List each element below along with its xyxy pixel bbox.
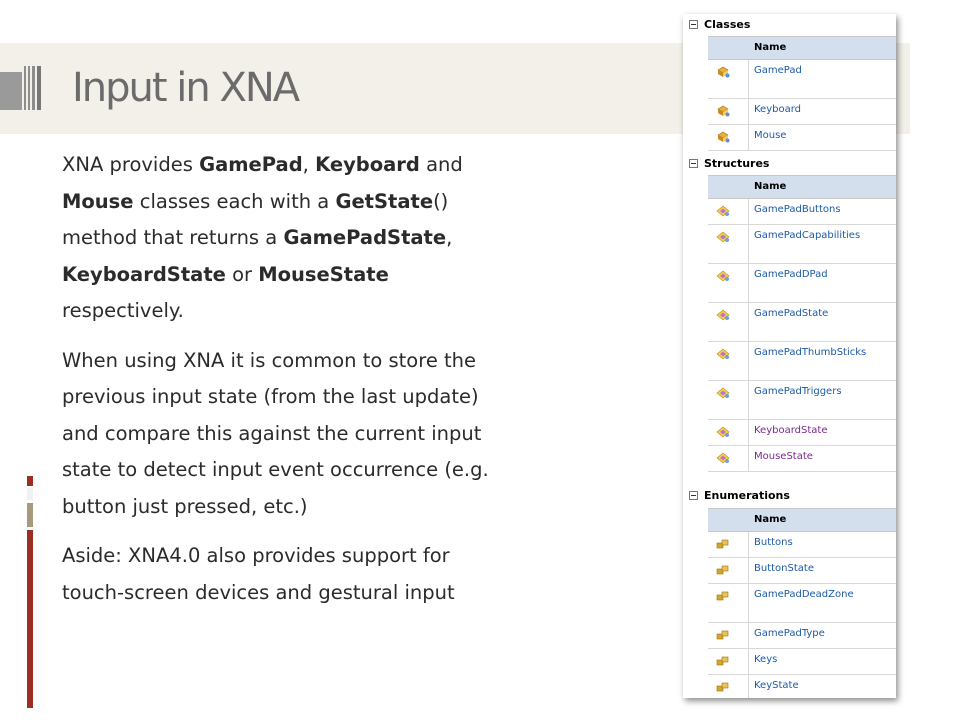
table-header: Name [708, 37, 896, 60]
accent-stripe [27, 503, 33, 527]
text-run: respectively. [62, 299, 184, 322]
link-keyboard[interactable]: Keyboard [754, 104, 802, 115]
enumeration-icon [715, 679, 731, 693]
table-row: GamePadType [708, 623, 896, 649]
text-run: classes each with a [133, 189, 336, 213]
api-reference-panel: Classes Name GamePad Keyboard Mouse Stru… [683, 14, 896, 698]
collapse-icon[interactable] [689, 158, 698, 168]
enumeration-icon [715, 653, 731, 667]
text-run: When using XNA it is common to store the… [62, 348, 489, 518]
bold-term: MouseState [258, 262, 389, 286]
structure-icon [715, 307, 731, 321]
table-row: GamePadCapabilities [708, 225, 896, 264]
link-gamepadthumbsticks[interactable]: GamePadThumbSticks [754, 347, 867, 358]
link-gamepadtriggers[interactable]: GamePadTriggers [754, 386, 842, 397]
body-paragraph: When using XNA it is common to store the… [62, 343, 512, 526]
table-row: Keyboard [708, 99, 896, 125]
structure-icon [715, 424, 731, 438]
structure-icon [715, 450, 731, 464]
bold-term: GetState [335, 189, 434, 213]
table-header: Name [708, 176, 896, 199]
link-gamepadbuttons[interactable]: GamePadButtons [754, 204, 841, 215]
link-gamepad[interactable]: GamePad [754, 65, 802, 76]
structure-icon [715, 203, 731, 217]
text-run: Aside: XNA4.0 also provides support for … [62, 544, 455, 604]
text-run: , [446, 226, 453, 249]
table-row: Buttons [708, 532, 896, 558]
title-decoration-icon [0, 66, 42, 110]
class-icon [715, 103, 731, 117]
table-row: Mouse [708, 125, 896, 151]
table-row: KeyState [708, 675, 896, 698]
accent-stripe [27, 488, 33, 500]
table-row: GamePadButtons [708, 199, 896, 225]
link-buttonstate[interactable]: ButtonState [754, 563, 814, 574]
bold-term: KeyboardState [62, 262, 226, 286]
slide-body: XNA provides GamePad, Keyboard and Mouse… [62, 147, 512, 624]
bold-term: GamePad [199, 153, 303, 176]
section-header-enumerations[interactable]: Enumerations [689, 487, 790, 503]
enumeration-icon [715, 562, 731, 576]
link-keystate[interactable]: KeyState [754, 680, 799, 691]
class-icon [715, 64, 731, 78]
structure-icon [715, 385, 731, 399]
table-row: GamePadDPad [708, 264, 896, 303]
table-header: Name [708, 509, 896, 532]
table-row: GamePadTriggers [708, 381, 896, 420]
table-row: GamePad [708, 60, 896, 99]
body-paragraph: Aside: XNA4.0 also provides support for … [62, 538, 512, 611]
section-header-classes[interactable]: Classes [689, 16, 750, 32]
bold-term: Mouse [62, 189, 134, 213]
link-gamepaddpad[interactable]: GamePadDPad [754, 269, 828, 280]
link-buttons[interactable]: Buttons [754, 537, 793, 548]
bold-term: Keyboard [315, 153, 420, 176]
table-row: MouseState [708, 446, 896, 472]
link-keys[interactable]: Keys [754, 654, 778, 665]
link-gamepadstate[interactable]: GamePadState [754, 308, 829, 319]
table-row: ButtonState [708, 558, 896, 584]
collapse-icon[interactable] [689, 490, 698, 500]
body-paragraph: XNA provides GamePad, Keyboard and Mouse… [62, 147, 512, 330]
table-row: Keys [708, 649, 896, 675]
structures-table: Name GamePadButtons GamePadCapabilities … [708, 175, 896, 472]
text-run: , [302, 153, 316, 176]
enumeration-icon [715, 588, 731, 602]
link-gamepadtype[interactable]: GamePadType [754, 628, 825, 639]
collapse-icon[interactable] [689, 19, 698, 29]
text-run: and [419, 153, 463, 176]
table-row: GamePadDeadZone [708, 584, 896, 623]
enumeration-icon [715, 627, 731, 641]
link-keyboardstate[interactable]: KeyboardState [754, 425, 828, 436]
enumeration-icon [715, 536, 731, 550]
link-mouse[interactable]: Mouse [754, 130, 787, 141]
structure-icon [715, 268, 731, 282]
text-run: () method that returns a [62, 189, 449, 250]
section-header-structures[interactable]: Structures [689, 155, 769, 171]
text-run: XNA provides [62, 153, 200, 176]
structure-icon [715, 346, 731, 360]
bold-term: GamePadState [283, 226, 447, 249]
text-run: or [225, 262, 259, 286]
link-mousestate[interactable]: MouseState [754, 451, 813, 462]
enumerations-table: Name Buttons ButtonState GamePadDeadZone… [708, 508, 896, 698]
structure-icon [715, 229, 731, 243]
accent-stripe [27, 476, 33, 486]
link-gamepaddeadzone[interactable]: GamePadDeadZone [754, 589, 854, 600]
slide-title: Input in XNA [72, 65, 300, 111]
accent-stripe [27, 530, 33, 708]
table-row: KeyboardState [708, 420, 896, 446]
classes-table: Name GamePad Keyboard Mouse [708, 36, 896, 151]
table-row: GamePadThumbSticks [708, 342, 896, 381]
class-icon [715, 129, 731, 143]
table-row: GamePadState [708, 303, 896, 342]
link-gamepadcapabilities[interactable]: GamePadCapabilities [754, 230, 861, 241]
